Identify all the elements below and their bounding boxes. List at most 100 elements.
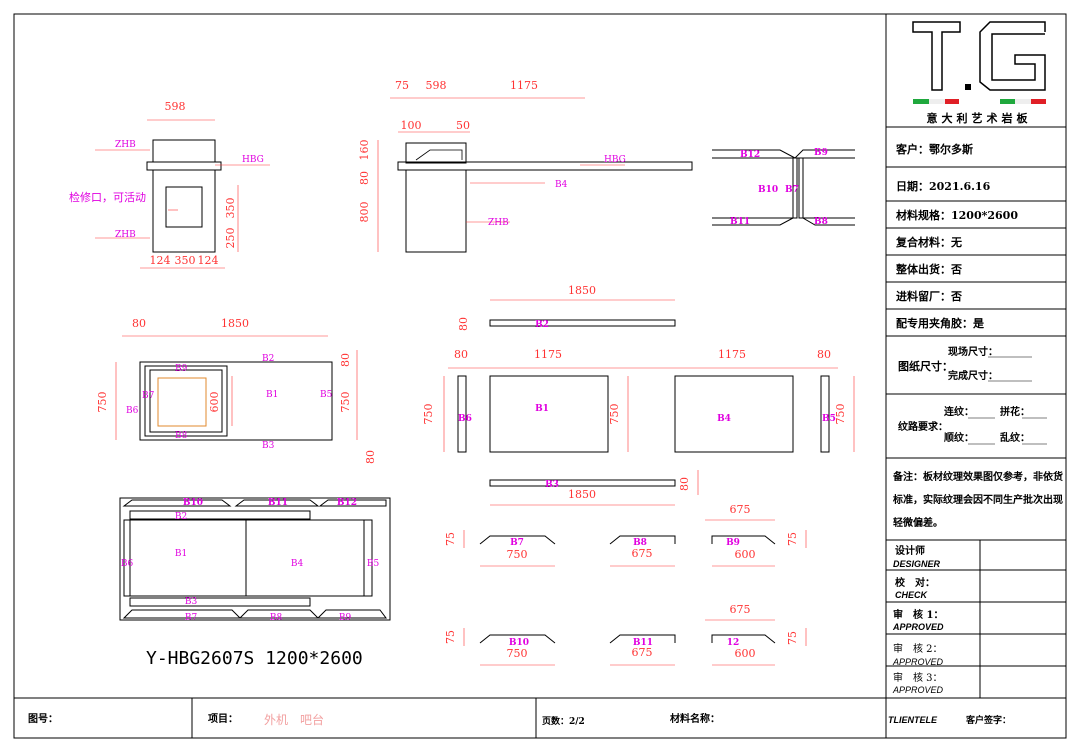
front-dim-350: 350 [175, 254, 196, 267]
composite-field: 复合材料：无 [895, 235, 962, 249]
slab-b4: B4 [291, 559, 304, 569]
panel-dim-750b: 750 [608, 404, 621, 425]
access-door-label: 检修口，可活动 [69, 190, 146, 204]
plan-dim-750: 750 [96, 392, 109, 413]
brand-footer: TLIENTELE [888, 715, 938, 725]
strip-b12: 12 [727, 638, 740, 648]
date-field: 日期：2021.6.16 [896, 179, 991, 193]
grain-sequential: 顺纹： [944, 431, 974, 444]
strip-dim-675-top2: 675 [730, 603, 751, 616]
logo [912, 21, 1046, 104]
slab-b9: B9 [339, 613, 352, 623]
strip-dim-75b: 75 [786, 532, 799, 546]
grain-continuous: 连纹： [944, 405, 974, 418]
factory-field: 进料留厂：否 [896, 289, 962, 303]
plan-b7: B7 [142, 391, 155, 401]
ibeam-b9: B9 [814, 148, 828, 158]
ibeam-section [712, 149, 855, 226]
front-dim-350v: 350 [224, 198, 237, 219]
approve1-label-cn: 审 核 1： [893, 608, 943, 621]
plan-b2: B2 [262, 354, 274, 364]
panel-dim-80b: 80 [817, 348, 831, 361]
front-dim-250: 250 [224, 228, 237, 249]
front-view [95, 119, 270, 269]
panel-b4: B4 [717, 414, 731, 424]
approve2-label-en: APPROVED [892, 657, 944, 667]
designer-label-en: DESIGNER [893, 559, 941, 569]
side-b4-label: B4 [555, 180, 568, 190]
ibeam-b8: B8 [814, 217, 828, 227]
panel-b2: B2 [535, 320, 549, 330]
panel-breakdown [443, 299, 855, 506]
plan-b9: B9 [175, 364, 188, 374]
zhb-label-top: ZHB [115, 140, 136, 150]
plan-b1: B1 [266, 390, 278, 400]
project-label: 项目： [208, 713, 238, 725]
side-dim-80: 80 [358, 171, 371, 185]
approve3-label-en: APPROVED [892, 685, 944, 695]
project-value: 外机 吧台 [264, 712, 324, 727]
panel-b3: B3 [545, 480, 559, 490]
designer-label-cn: 设计师 [895, 544, 925, 557]
side-dim-800: 800 [358, 202, 371, 223]
grain-match: 拼花： [1000, 405, 1030, 418]
panel-dim-1175a: 1175 [534, 348, 562, 361]
strip-b11: B11 [633, 638, 653, 648]
slab-b5: B5 [367, 559, 380, 569]
plan-view [115, 335, 358, 441]
strip-dim-675: 675 [632, 547, 653, 560]
strip-dim-600b: 600 [735, 647, 756, 660]
check-label-cn: 校 对： [895, 576, 935, 589]
panel-b1: B1 [535, 404, 549, 414]
panel-b6: B6 [458, 414, 472, 424]
strip-dim-750: 750 [507, 548, 528, 561]
panel-dim-750c: 750 [834, 404, 847, 425]
plan-b8: B8 [175, 431, 188, 441]
side-view [377, 97, 693, 253]
side-dim-75: 75 [395, 79, 409, 92]
model-title: Y-HBG2607S 1200*2600 [146, 648, 363, 669]
strip-b10: B10 [509, 638, 529, 648]
plan-b3: B3 [262, 441, 275, 451]
whole-shipment-field: 整体出货：否 [895, 262, 962, 276]
strip-b9: B9 [726, 538, 740, 548]
site-size-label: 现场尺寸： [948, 345, 998, 358]
slab-b11: B11 [268, 498, 288, 508]
note-line-3: 轻微偏差。 [893, 516, 943, 529]
side-dim-1175: 1175 [510, 79, 538, 92]
page-count: 页数：2/2 [542, 715, 585, 727]
slab-layout [119, 497, 391, 621]
plan-dim-80: 80 [132, 317, 146, 330]
drawing-size-label: 图纸尺寸： [898, 359, 953, 373]
grain-random: 乱纹： [1000, 431, 1030, 444]
strip-dim-75a: 75 [444, 532, 457, 546]
slab-b8: B8 [270, 613, 283, 623]
panel-dim-80: 80 [457, 317, 470, 331]
slab-b6: B6 [121, 559, 134, 569]
panel-dim-1850: 1850 [568, 284, 596, 297]
slab-b12: B12 [337, 498, 357, 508]
side-dim-598: 598 [426, 79, 447, 92]
strip-dim-675-top: 675 [730, 503, 751, 516]
approve3-label-cn: 审 核 3： [893, 671, 943, 684]
hbg-label: HBG [242, 155, 264, 165]
sheet-border [13, 13, 1067, 739]
panel-dim-750a: 750 [422, 404, 435, 425]
plan-dim-80-bottom: 80 [364, 450, 377, 464]
slab-b1: B1 [175, 549, 187, 559]
panel-dim-1175b: 1175 [718, 348, 746, 361]
strip-dim-750b: 750 [507, 647, 528, 660]
strip-b7: B7 [510, 538, 524, 548]
plan-dim-600: 600 [208, 392, 221, 413]
front-dim-124a: 124 [150, 254, 171, 267]
slab-b10: B10 [183, 498, 203, 508]
strip-dim-75c: 75 [444, 630, 457, 644]
plan-b6: B6 [126, 406, 139, 416]
strip-dim-600: 600 [735, 548, 756, 561]
approve2-label-cn: 审 核 2： [893, 642, 943, 655]
approve1-label-en: APPROVED [892, 622, 944, 632]
customer-field: 客户：鄂尔多斯 [895, 142, 973, 156]
final-size-label: 完成尺寸： [948, 369, 998, 382]
front-width-label: 598 [165, 100, 186, 113]
